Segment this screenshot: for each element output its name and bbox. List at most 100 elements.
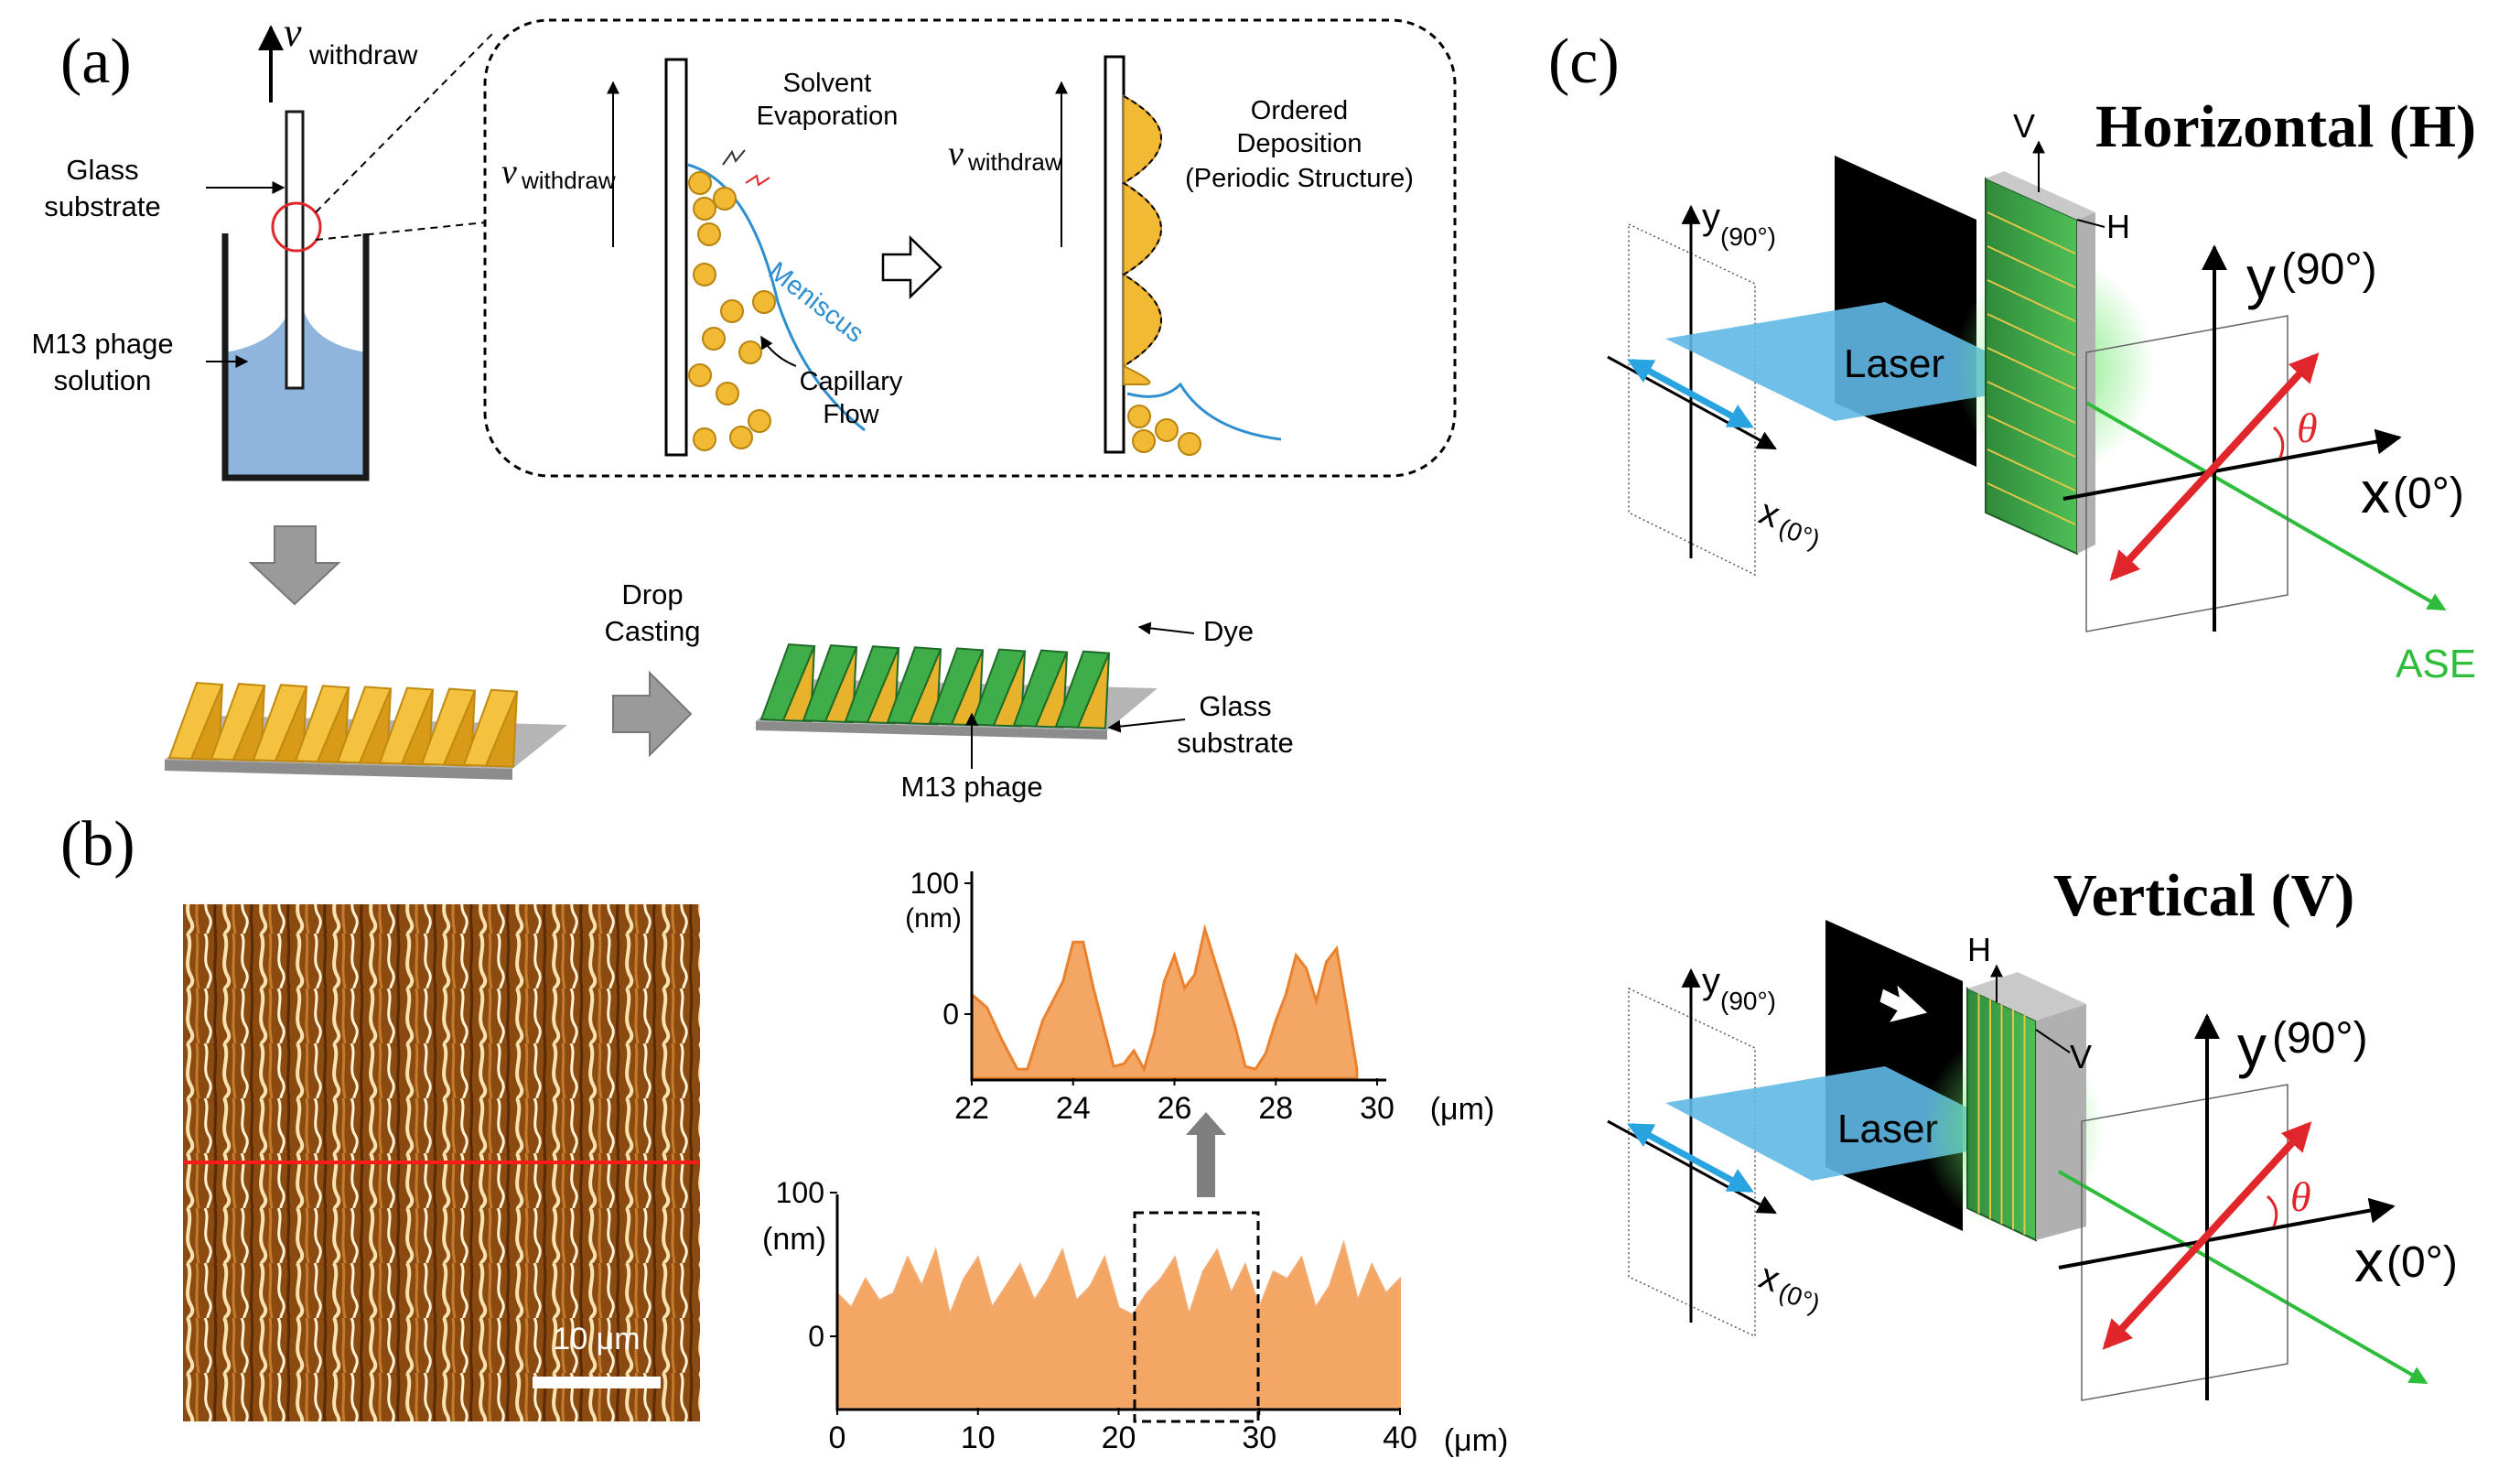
v-direction-tick-v [2035, 1029, 2071, 1053]
dye-ridge-substrate [756, 643, 1158, 740]
h-direction-tick-h [2076, 219, 2105, 228]
v-subscript-right: withdraw [967, 148, 1062, 176]
ordered-deposition-label-2: Deposition [1236, 129, 1362, 158]
glass-pointer-b [1107, 718, 1186, 733]
x-tick-label: 20 [1102, 1421, 1136, 1455]
evaporation-squiggle-2 [745, 174, 770, 187]
x-tick-label: 30 [1360, 1091, 1395, 1126]
inset-unit-um: (μm) [1430, 1092, 1495, 1127]
output-x-label-v: x [2354, 1228, 2384, 1294]
x-tick-label: 10 [961, 1421, 996, 1455]
glass-substrate-label-b-2: substrate [1177, 727, 1294, 759]
h-letter-v: H [1967, 931, 1991, 968]
inset-unit-nm: (nm) [905, 903, 962, 934]
v-subscript: withdraw [308, 40, 418, 70]
input-y-deg-h: (90°) [1720, 222, 1776, 251]
output-polarization-h [2109, 352, 2320, 581]
phage-particles-left [688, 171, 776, 451]
scale-bar [533, 1377, 661, 1388]
ridge-side [400, 689, 434, 766]
output-plane-v [2081, 1084, 2288, 1401]
panel-c: (c) Horizontal (H) y (90°) x (0°) Laser [1548, 27, 2476, 1401]
meniscus-curve [687, 163, 866, 432]
ridge-side [484, 691, 518, 768]
output-y-deg-h: (90°) [2281, 245, 2377, 294]
sample-ridge-line [1987, 347, 2076, 390]
theta-label-v: θ [2290, 1173, 2311, 1220]
panel-c-label: (c) [1548, 27, 1620, 97]
drop-casting-label: Drop [621, 578, 683, 610]
white-arrow-mark [1879, 985, 1928, 1022]
x-tick-label: 24 [1056, 1091, 1091, 1126]
x-tick-label: 30 [1242, 1421, 1276, 1455]
h-letter-h: H [2106, 208, 2130, 245]
glass-substrate-label-b: Glass [1199, 690, 1271, 722]
sample-ridge-line [1987, 482, 2076, 525]
phage-solution-liquid [225, 311, 366, 476]
callout-line-bottom [315, 219, 513, 241]
slide-right [1104, 55, 1125, 454]
m13-phage-label: M13 phage [900, 771, 1042, 803]
sample-ridge-line [1987, 448, 2076, 492]
phage-ridge-substrate [165, 681, 567, 780]
phage-particles-right [1127, 405, 1201, 456]
vertical-setup: Vertical (V) y (90°) x (0°) Laser H V [1607, 862, 2458, 1401]
process-arrow [881, 235, 942, 299]
meniscus-curve-right [1126, 382, 1282, 441]
y-tick-label: 0 [808, 1320, 824, 1353]
panel-a-label: (a) [60, 27, 132, 97]
zoom-callout: v withdraw Solvent Evaporation Meniscus … [315, 18, 1457, 478]
scale-bar-label: 10 μm [553, 1322, 640, 1356]
evaporation-squiggle [722, 149, 746, 166]
v-symbol-left: v [501, 153, 517, 191]
sample-ridge-line [1987, 245, 2076, 288]
ordered-deposition-label: Ordered [1251, 96, 1348, 125]
laser-label-v: Laser [1837, 1107, 1938, 1151]
v-letter-v: V [2070, 1038, 2092, 1075]
sample-ridges-h [1987, 211, 2076, 525]
ridge-side [274, 686, 307, 763]
main-profile-area [836, 1239, 1401, 1409]
ridge-side [189, 684, 223, 762]
laser-label-h: Laser [1844, 341, 1944, 386]
phage-solution-label: M13 phage [31, 328, 173, 360]
sample-ridge-line [1987, 279, 2076, 322]
sample-ridge-line [1987, 415, 2076, 458]
beaker: v withdraw Glass substrate M13 phage sol… [31, 10, 418, 481]
main-unit-nm: (nm) [762, 1222, 826, 1257]
ridge-side [232, 685, 265, 762]
x-tick-label: 40 [1383, 1421, 1417, 1455]
beaker-wall [221, 233, 370, 481]
v-subscript-left: withdraw [521, 167, 616, 194]
input-y-deg-v: (90°) [1720, 987, 1776, 1015]
input-polarization-h [1627, 358, 1754, 429]
ridge-side [442, 690, 476, 767]
ridge-side [1034, 652, 1068, 729]
panel-b-label: (b) [60, 809, 135, 880]
drop-casting-arrow [612, 670, 693, 758]
output-x-deg-h: (0°) [2393, 470, 2464, 518]
ridge-side [908, 648, 942, 726]
ridge-side [992, 651, 1026, 728]
ridge-side [781, 645, 815, 723]
output-y-deg-v: (90°) [2272, 1014, 2368, 1063]
y-tick-label: 100 [910, 867, 959, 900]
input-x-deg-v: (0°) [1775, 1278, 1824, 1319]
callout-box [483, 18, 1457, 478]
glass-substrate-label-2: substrate [44, 190, 161, 222]
input-polarization-v [1627, 1122, 1754, 1194]
drop-casting-label-2: Casting [604, 615, 700, 647]
dye-pointer [1137, 621, 1195, 635]
dye-label: Dye [1203, 615, 1254, 647]
output-plane-h [2085, 315, 2288, 632]
ridge-side [1076, 653, 1110, 729]
theta-label-h: θ [2297, 405, 2318, 451]
v-symbol: v [284, 10, 302, 55]
theta-arc-v [2266, 1194, 2278, 1227]
input-y-label-v: y [1702, 961, 1720, 1001]
